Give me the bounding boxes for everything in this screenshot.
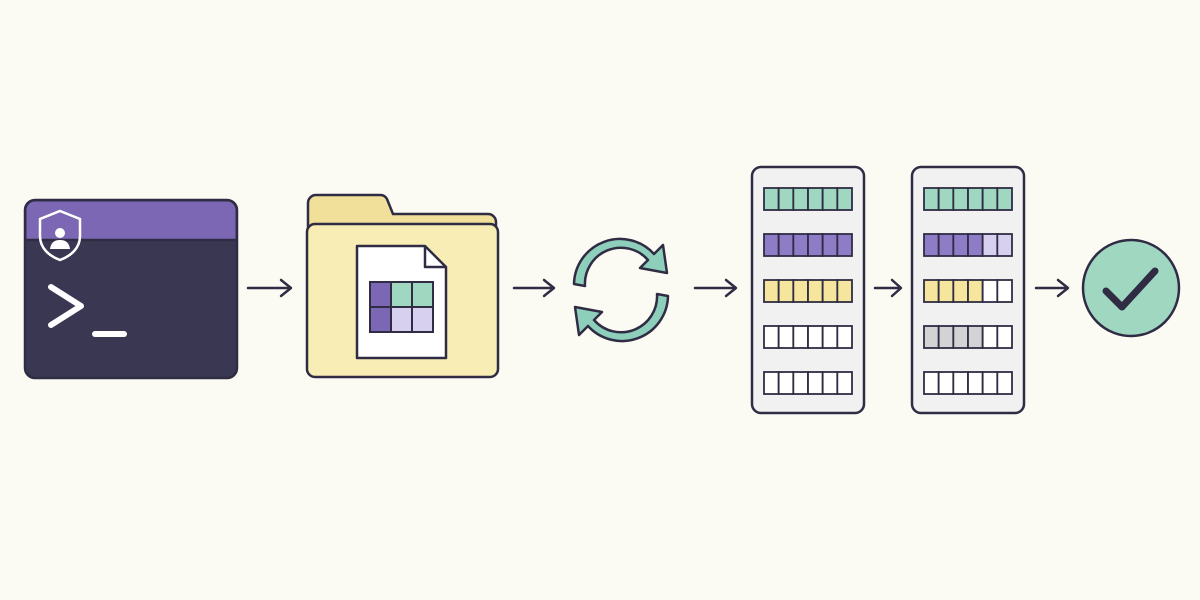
data-bar-segment (821, 325, 839, 349)
data-bar-segment (967, 325, 984, 349)
data-bar-segment (807, 233, 824, 257)
data-bar-segment (777, 279, 795, 303)
flow-arrow (1034, 278, 1070, 298)
data-bar-segment (763, 279, 780, 303)
data-bar-segment (821, 279, 839, 303)
data-bar (923, 279, 1013, 303)
data-bar-segment (937, 371, 955, 395)
data-bar-segment (923, 325, 940, 349)
data-bar (763, 187, 853, 211)
flow-arrow (246, 278, 293, 298)
data-bar-segment (996, 325, 1013, 349)
data-bar-segment (923, 371, 940, 395)
data-bar-segment (836, 371, 853, 395)
data-bar-segment (763, 233, 780, 257)
data-bar (923, 233, 1013, 257)
data-bar (923, 325, 1013, 349)
data-bar-segment (981, 187, 999, 211)
data-bar-segment (792, 233, 809, 257)
data-panel-1 (750, 165, 866, 415)
data-bar (763, 279, 853, 303)
flow-arrow (693, 278, 738, 298)
data-bar-segment (821, 233, 839, 257)
data-panel-2 (910, 165, 1026, 415)
data-bar-segment (836, 325, 853, 349)
data-bar-segment (996, 187, 1013, 211)
data-bar-segment (807, 187, 824, 211)
data-bar-segment (836, 233, 853, 257)
data-bar-segment (981, 371, 999, 395)
data-bar-segment (967, 233, 984, 257)
folder-icon (305, 193, 500, 379)
flow-arrow (512, 278, 556, 298)
data-bar-segment (981, 325, 999, 349)
data-bar-segment (792, 325, 809, 349)
data-bar-segment (777, 233, 795, 257)
data-bar-segment (996, 279, 1013, 303)
data-bar-segment (836, 279, 853, 303)
data-bar-segment (952, 187, 969, 211)
data-bar-segment (792, 187, 809, 211)
data-bar-segment (821, 371, 839, 395)
data-bar-segment (777, 187, 795, 211)
data-bar (923, 187, 1013, 211)
data-bar-segment (923, 233, 940, 257)
data-bar-segment (967, 371, 984, 395)
data-bar-segment (923, 279, 940, 303)
data-bar-segment (952, 233, 969, 257)
data-bar-segment (792, 279, 809, 303)
data-bar-segment (996, 233, 1013, 257)
data-bar-segment (937, 279, 955, 303)
spreadsheet-cell (411, 306, 434, 333)
data-bar-segment (967, 279, 984, 303)
spreadsheet-cell (369, 281, 392, 308)
data-bar-segment (763, 187, 780, 211)
data-bar-segment (763, 371, 780, 395)
data-bar-segment (981, 279, 999, 303)
data-bar (923, 371, 1013, 395)
spreadsheet-document-icon (355, 244, 448, 360)
data-bar-segment (807, 325, 824, 349)
spreadsheet-cell (411, 281, 434, 308)
check-circle-icon (1081, 238, 1181, 338)
data-bar-segment (807, 279, 824, 303)
data-bar-segment (821, 187, 839, 211)
data-bar-segment (807, 371, 824, 395)
data-bar (763, 325, 853, 349)
shield-user-icon (38, 209, 82, 262)
sync-icon (572, 237, 670, 343)
terminal-window-icon (23, 198, 239, 380)
terminal-prompt-icon (48, 284, 127, 337)
spreadsheet-cell (369, 306, 392, 333)
data-bar-segment (952, 279, 969, 303)
data-bar-segment (792, 371, 809, 395)
flow-arrow (873, 278, 903, 298)
spreadsheet-cell (390, 281, 413, 308)
data-bar-segment (937, 233, 955, 257)
data-bar-segment (952, 325, 969, 349)
data-bar-segment (777, 325, 795, 349)
data-bar-segment (981, 233, 999, 257)
data-bar-segment (937, 325, 955, 349)
data-bar (763, 371, 853, 395)
data-bar-segment (996, 371, 1013, 395)
data-bar-segment (967, 187, 984, 211)
data-bar-segment (952, 371, 969, 395)
data-bar-segment (937, 187, 955, 211)
data-bar-segment (836, 187, 853, 211)
data-bar-segment (777, 371, 795, 395)
spreadsheet-cell (390, 306, 413, 333)
data-bar-segment (923, 187, 940, 211)
data-bar-segment (763, 325, 780, 349)
data-bar (763, 233, 853, 257)
